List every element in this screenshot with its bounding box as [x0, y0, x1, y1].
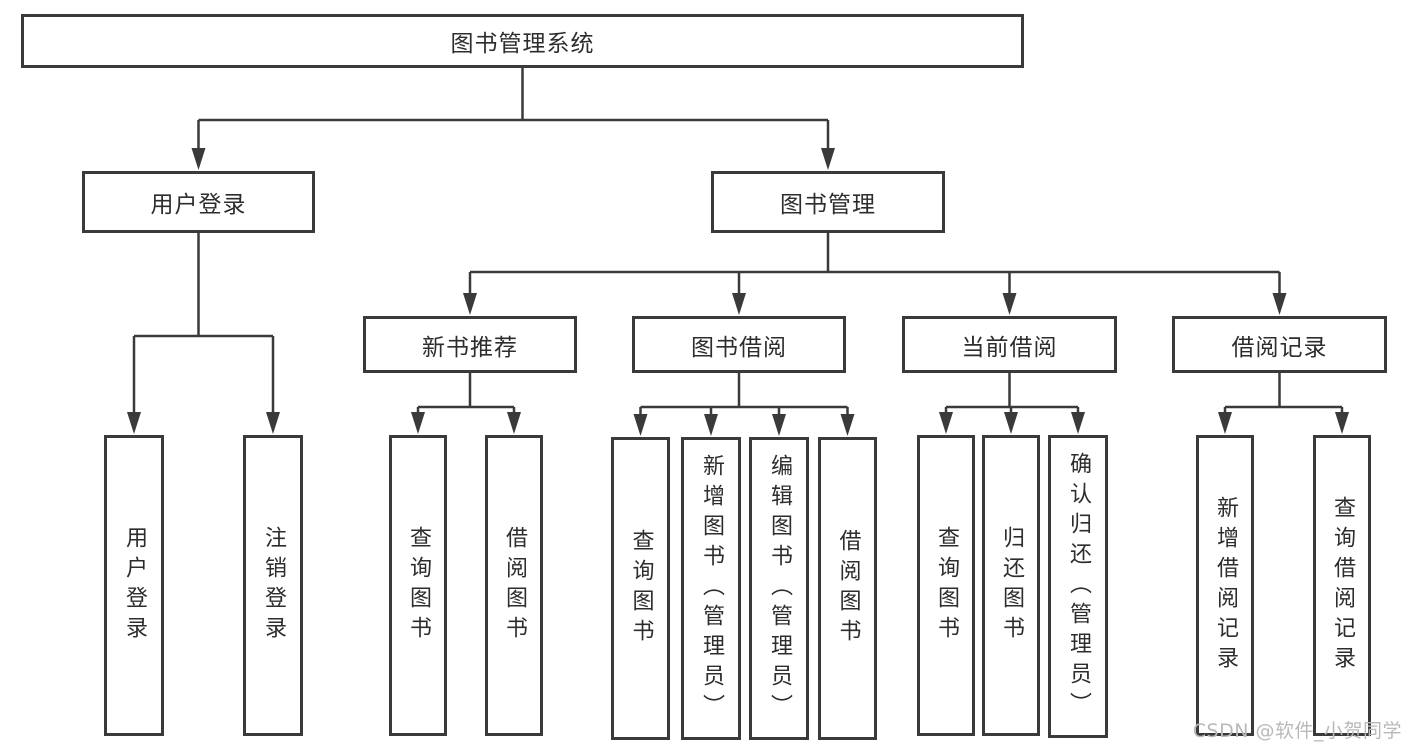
- connector-userlogin-to-leaves: [132, 233, 275, 416]
- connector-bookborrow-to-leaves: [639, 373, 849, 418]
- leaf-label: 新增借阅记录: [1213, 495, 1238, 676]
- leaf-logout: 注销登录: [243, 435, 303, 736]
- leaf-label: 注销登录: [261, 525, 286, 646]
- arrowheads: [127, 148, 1349, 436]
- arrow-down-icon: [266, 412, 280, 434]
- leaf-label: 归还图书: [999, 525, 1024, 646]
- node-label: 图书管理: [780, 192, 876, 218]
- arrow-down-icon: [127, 412, 141, 434]
- leaf-add-borrowing-record: 新增借阅记录: [1196, 435, 1254, 736]
- leaf-label: 新增图书（管理员）: [699, 453, 724, 724]
- node-borrowing-records: 借阅记录: [1172, 316, 1387, 373]
- leaf-borrow-books-borrowing: 借阅图书: [818, 437, 877, 740]
- node-current-borrowing: 当前借阅: [902, 316, 1117, 373]
- arrow-down-icon: [1002, 293, 1017, 315]
- arrow-down-icon: [463, 293, 477, 315]
- arrow-down-icon: [1004, 412, 1018, 434]
- connector-root-to-level2: [197, 68, 830, 152]
- arrow-down-icon: [411, 412, 425, 434]
- csdn-watermark: CSDN @软件_小贺同学: [1192, 720, 1402, 742]
- arrow-down-icon: [1335, 412, 1349, 434]
- arrow-down-icon: [939, 412, 953, 434]
- node-label: 图书借阅: [691, 334, 787, 361]
- leaf-label: 借阅图书: [835, 528, 861, 649]
- node-label: 新书推荐: [422, 334, 518, 361]
- arrow-down-icon: [1218, 412, 1232, 434]
- leaf-return-books: 归还图书: [982, 435, 1040, 736]
- leaf-label: 查询图书: [628, 528, 654, 649]
- arrow-down-icon: [840, 414, 855, 436]
- node-library-system: 图书管理系统: [21, 14, 1024, 68]
- arrow-down-icon: [1071, 412, 1085, 434]
- leaf-label: 查询图书: [934, 525, 959, 646]
- leaf-add-book-admin: 新增图书（管理员）: [681, 437, 741, 740]
- node-label: 当前借阅: [961, 334, 1058, 361]
- leaf-label: 确认归还（管理员）: [1066, 451, 1091, 722]
- leaf-user-login: 用户登录: [104, 435, 164, 736]
- node-book-management: 图书管理: [711, 171, 945, 233]
- leaf-query-books-borrowing: 查询图书: [611, 437, 670, 740]
- node-label: 用户登录: [150, 192, 247, 218]
- arrow-down-icon: [821, 148, 835, 170]
- connector-records-to-leaves: [1223, 373, 1344, 416]
- arrow-down-icon: [633, 414, 648, 436]
- leaf-edit-book-admin: 编辑图书（管理员）: [749, 437, 809, 740]
- node-label: 图书管理系统: [450, 31, 595, 57]
- leaf-borrow-books-recommend: 借阅图书: [485, 435, 543, 736]
- node-new-book-recommendation: 新书推荐: [363, 316, 577, 373]
- connector-currentborrow-to-leaves: [944, 373, 1080, 416]
- arrow-down-icon: [732, 293, 746, 315]
- arrow-down-icon: [704, 414, 718, 436]
- leaf-label: 借阅图书: [502, 525, 527, 646]
- leaf-query-borrowing-record: 查询借阅记录: [1313, 435, 1371, 736]
- arrow-down-icon: [507, 412, 521, 434]
- leaf-label: 用户登录: [122, 525, 147, 646]
- connector-bookmgmt-to-level3: [468, 233, 1281, 298]
- node-user-login: 用户登录: [82, 171, 315, 233]
- leaf-label: 编辑图书（管理员）: [767, 453, 792, 724]
- connector-newbookrec-to-leaves: [416, 373, 516, 416]
- arrow-down-icon: [1272, 293, 1287, 315]
- node-book-borrowing: 图书借阅: [632, 316, 846, 373]
- leaf-query-books-recommend: 查询图书: [389, 435, 447, 736]
- leaf-confirm-return-admin: 确认归还（管理员）: [1048, 435, 1108, 738]
- leaf-query-books-current: 查询图书: [917, 435, 975, 736]
- leaf-label: 查询图书: [406, 525, 431, 646]
- leaf-label: 查询借阅记录: [1330, 495, 1355, 676]
- node-label: 借阅记录: [1231, 334, 1328, 361]
- arrow-down-icon: [191, 148, 206, 170]
- arrow-down-icon: [772, 414, 786, 436]
